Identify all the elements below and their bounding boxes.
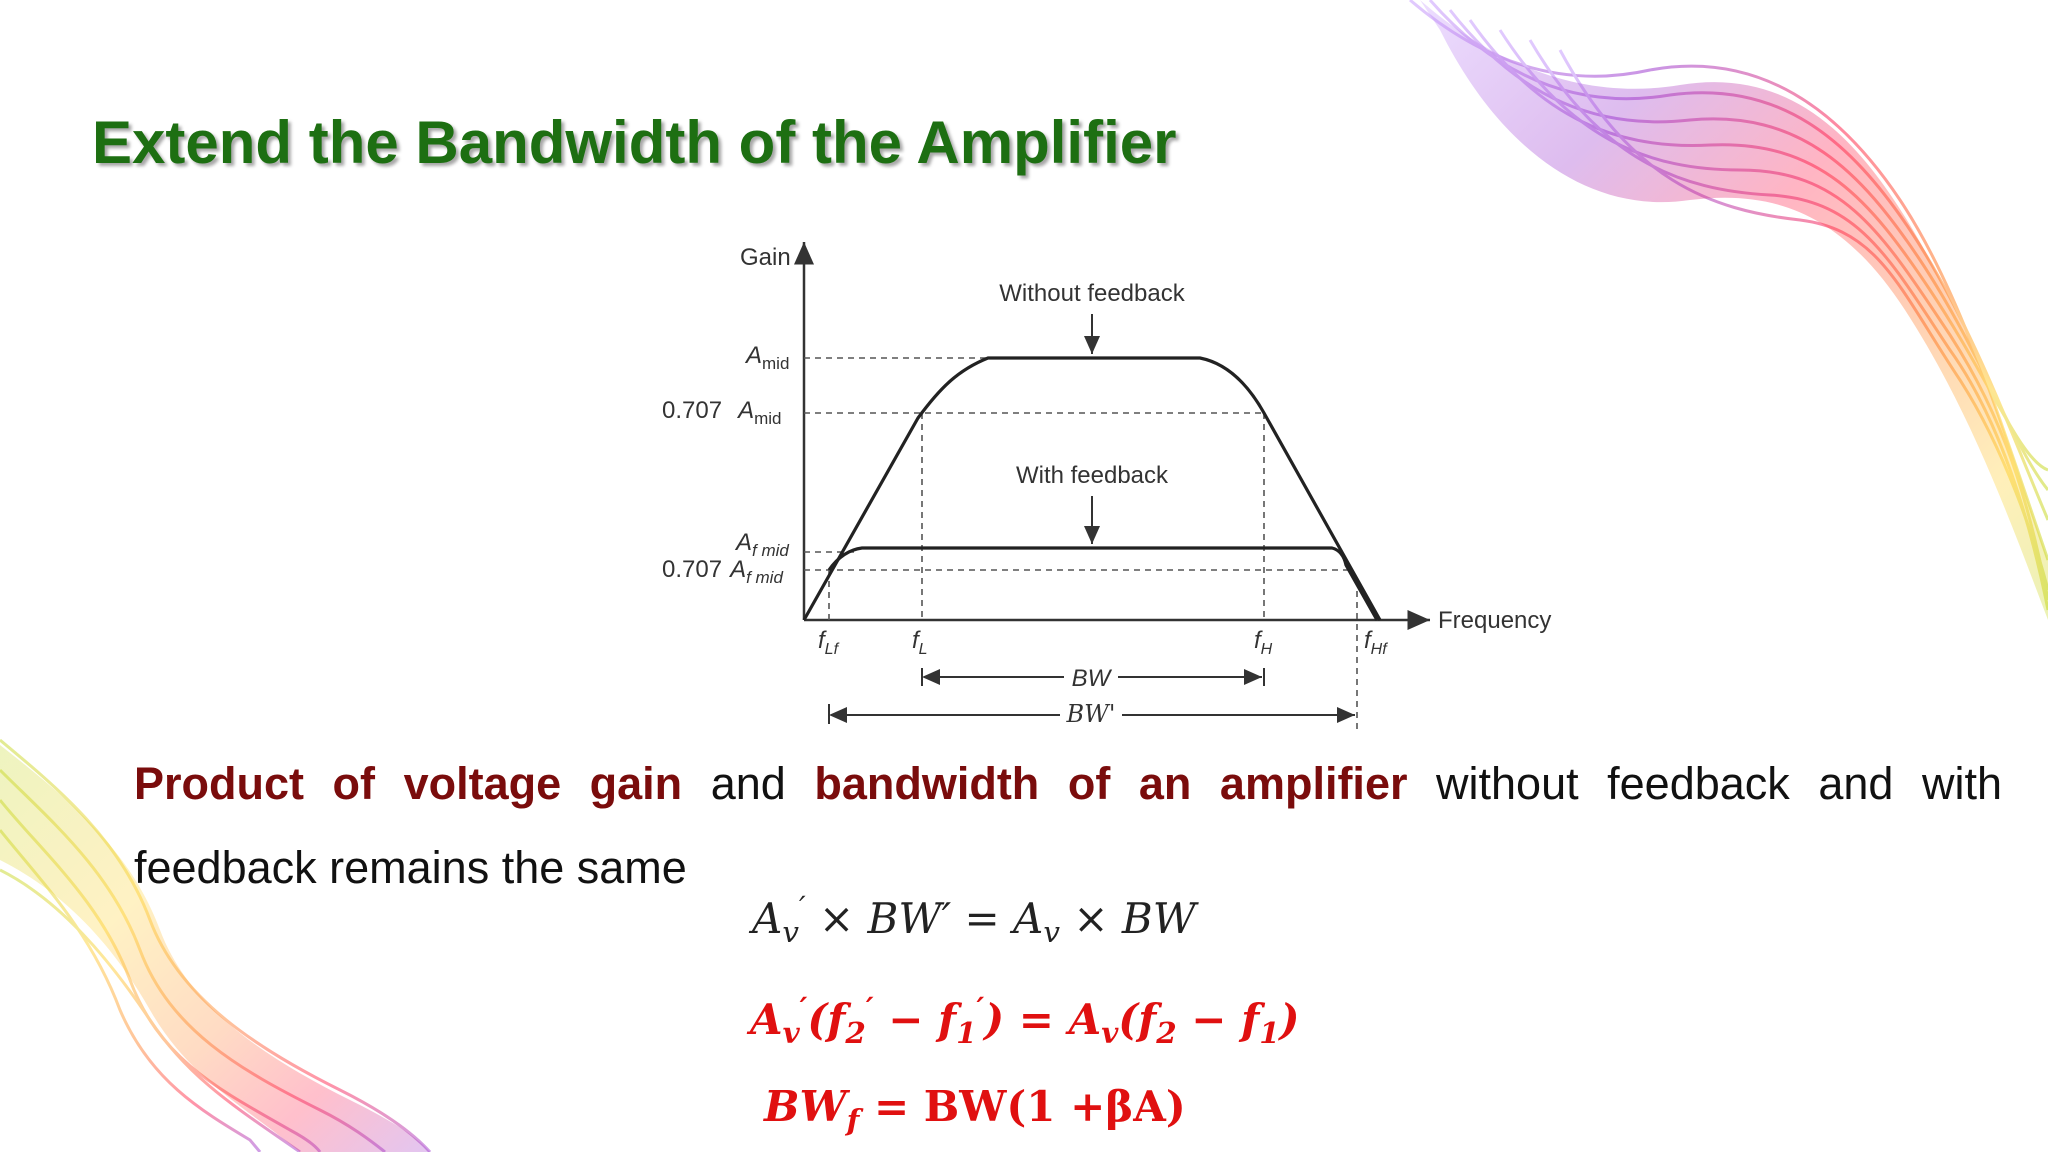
y-axis-label: Gain (740, 244, 791, 271)
a-fmid-label: Af mid (734, 529, 789, 560)
f-h-label: fH (1254, 627, 1273, 658)
f-l-label: fL (912, 627, 928, 658)
bw-label: BW (1072, 665, 1113, 692)
f-lf-label: fLf (818, 627, 840, 658)
without-feedback-label: Without feedback (999, 280, 1185, 307)
with-feedback-label: With feedback (1016, 462, 1169, 489)
statement-emphasis-gain: Product of voltage gain (134, 758, 683, 809)
equation-frequency-difference: Av′(f2′ − f1′) = Av(f2 − f1) (750, 990, 1300, 1050)
frequency-response-diagram: Gain Frequency Without feedback With fee… (662, 242, 1551, 730)
a-mid-label: Amid (744, 342, 789, 373)
bw-prime-label: BW' (1066, 700, 1116, 728)
with-feedback-curve (827, 546, 1379, 621)
f-hf-label: fHf (1364, 627, 1388, 658)
equation-bandwidth-with-feedback: BWf = BW(1 +βA) (764, 1082, 1186, 1137)
gain-bandwidth-statement: Product of voltage gain and bandwidth of… (134, 742, 2002, 910)
equation-gain-bandwidth-product: Av′ × BW′ = Av × BW (752, 890, 1196, 949)
x-axis-label: Frequency (1438, 607, 1551, 634)
slide-title: Extend the Bandwidth of the Amplifier (92, 109, 1177, 176)
statement-connector: and (682, 758, 815, 809)
without-feedback-curve (802, 356, 1382, 621)
statement-tail: without feedback and with feedback remai… (134, 758, 2002, 893)
statement-emphasis-bandwidth: bandwidth of an amplifier (814, 758, 1408, 809)
